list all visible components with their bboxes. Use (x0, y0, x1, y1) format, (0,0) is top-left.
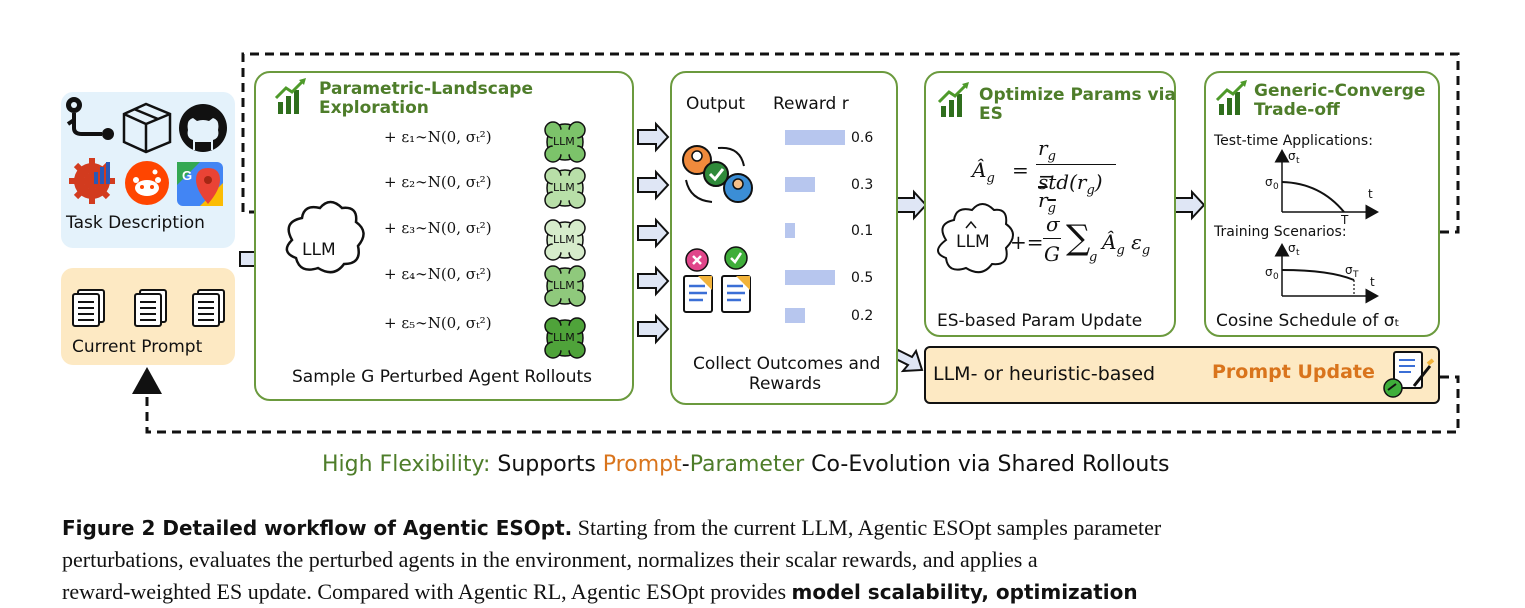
svg-text:σ: σ (1288, 241, 1296, 255)
perturbation-1: + ε₁∼N(0, σₜ²) (384, 128, 492, 146)
llm-label-4: LLM (553, 279, 575, 292)
chart-up-icon-3 (1215, 80, 1247, 115)
svg-text:G: G (182, 168, 192, 183)
banner-parameter: Parameter (689, 452, 805, 477)
route-icon (66, 97, 114, 140)
reward-bar-chart (785, 130, 845, 323)
reward-bar (785, 308, 805, 323)
outcomes-panel (670, 71, 898, 405)
task-description-label: Task Description (66, 213, 205, 233)
current-prompt-label: Current Prompt (72, 337, 203, 357)
banner-prompt: Prompt (602, 452, 682, 477)
perturbation-4: + ε₄∼N(0, σₜ²) (384, 265, 492, 283)
reward-label-1: 0.6 (851, 130, 874, 146)
optimize-panel (924, 71, 1176, 337)
prompt-update-box (924, 346, 1440, 404)
maps-icon: G (177, 162, 223, 206)
documents-review-icon (683, 246, 751, 313)
prompt-update-method: LLM- or heuristic-based (933, 363, 1156, 385)
llm-label-1: LLM (553, 135, 575, 148)
task-icons: G (66, 97, 227, 206)
edit-document-icon (1383, 351, 1435, 398)
reward-bar (785, 177, 815, 192)
svg-text:σ: σ (1265, 175, 1273, 189)
chart-up-icon-2 (937, 82, 969, 117)
flexibility-banner: High Flexibility: Supports Prompt-Parame… (322, 452, 1170, 477)
svg-text:σ: σ (1265, 265, 1273, 279)
llm-green-icon (544, 219, 586, 261)
perturbation-5: + ε₅∼N(0, σₜ²) (384, 314, 492, 332)
exploration-footer: Sample G Perturbed Agent Rollouts (292, 367, 593, 387)
loop-top-dashed (241, 52, 1460, 234)
llm-update-label: LLM (956, 232, 990, 252)
gear-chart-icon (69, 158, 115, 204)
reddit-icon (125, 161, 169, 205)
perturbed-llm-icons (544, 121, 586, 359)
prompt-update-title: Prompt Update (1212, 361, 1375, 383)
tradeoff-panel (1204, 71, 1440, 337)
reward-label-5: 0.2 (851, 308, 874, 324)
perturbation-3: + ε₃∼N(0, σₜ²) (384, 219, 492, 237)
reward-label-2: 0.3 (851, 177, 874, 193)
llm-green-icon (544, 265, 586, 307)
reward-bar (785, 223, 795, 238)
optimize-footer: ES-based Param Update (937, 311, 1143, 331)
package-icon (122, 102, 172, 154)
llm-cloud-icon (285, 200, 365, 274)
reward-label-3: 0.1 (851, 223, 874, 239)
reward-bar (785, 130, 845, 145)
output-header: Output (686, 94, 746, 114)
llm-label-2: LLM (553, 181, 575, 194)
svg-text:0: 0 (1273, 182, 1279, 192)
svg-text:0: 0 (1273, 272, 1279, 282)
svg-text:T: T (1352, 270, 1359, 280)
llm-green-icon (544, 317, 586, 359)
training-plot (1274, 243, 1379, 304)
banner-highlight: High Flexibility: (322, 452, 491, 477)
chart-up-icon (274, 78, 306, 114)
llm-update-icon (937, 203, 1014, 274)
output-icons (682, 145, 753, 313)
training-label: Training Scenarios: (1214, 224, 1347, 240)
caption-label: Figure 2 Detailed workflow of Agentic ES… (62, 516, 573, 540)
svg-text:σ: σ (1345, 263, 1353, 277)
llm-label-5: LLM (553, 331, 575, 344)
update-formula: += σ G ∑ g Âg εg (1010, 212, 1151, 266)
llm-green-icon (544, 121, 586, 163)
test-time-plot (1274, 149, 1379, 220)
reward-header: Reward r (773, 94, 849, 114)
svg-text:t: t (1296, 248, 1300, 258)
svg-text:t: t (1368, 187, 1373, 201)
prompt-doc-icons (72, 289, 225, 327)
perturbation-2: + ε₂∼N(0, σₜ²) (384, 173, 492, 191)
agents-check-icon (682, 145, 753, 203)
figure-caption: Figure 2 Detailed workflow of Agentic ES… (62, 515, 1162, 604)
loop-bottom-dashed (132, 367, 1460, 434)
llm-label-3: LLM (553, 233, 575, 246)
svg-text:T: T (1340, 213, 1349, 227)
svg-text:σ: σ (1288, 149, 1296, 163)
document-icon (134, 289, 167, 327)
svg-text:t: t (1296, 156, 1300, 166)
document-icon (192, 289, 225, 327)
document-icon (72, 289, 105, 327)
tradeoff-footer: Cosine Schedule of σₜ (1216, 311, 1400, 331)
svg-text:t: t (1370, 275, 1375, 289)
llm-central-label: LLM (302, 240, 336, 260)
reward-bar (785, 270, 835, 285)
test-time-label: Test-time Applications: (1214, 133, 1373, 149)
reward-label-4: 0.5 (851, 270, 874, 286)
llm-green-icon (544, 167, 586, 209)
github-icon (179, 104, 227, 152)
